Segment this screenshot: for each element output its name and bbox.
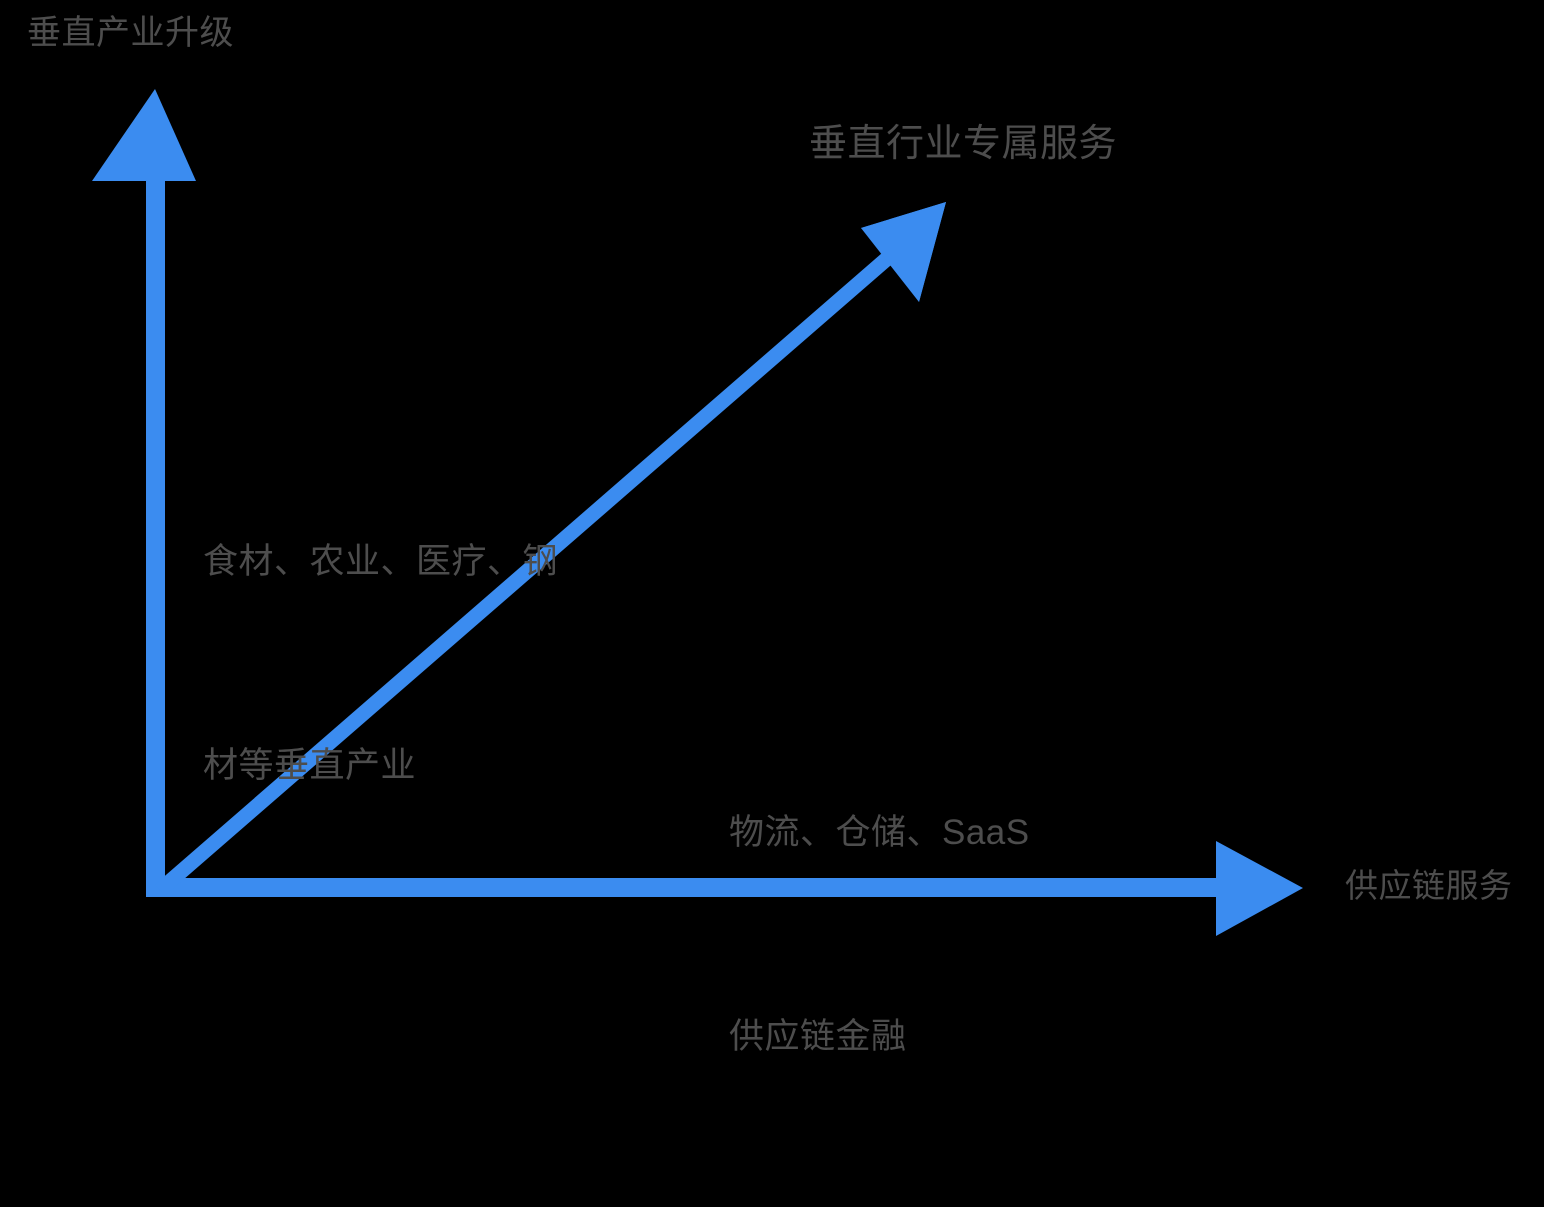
y-axis-shaft [146, 178, 165, 886]
x-axis-shaft [146, 878, 1226, 897]
supply-chain-service-note-line-1: 物流、仓储、SaaS [729, 813, 1030, 852]
diagonal-arrow-label: 垂直行业专属服务 [809, 123, 1118, 165]
y-axis-arrowhead [92, 89, 196, 181]
diagonal-arrowhead-fill [861, 202, 946, 302]
y-axis-label: 垂直产业升级 [27, 14, 234, 52]
axes-and-arrows-graphic [92, 89, 1303, 936]
diagram-canvas: 垂直产业升级 供应链服务 垂直行业专属服务 食材、农业、医疗、钢 材等垂直产业 … [27, 14, 1513, 1056]
x-axis-arrowhead [1216, 841, 1303, 936]
diagonal-arrow-shaft [155, 237, 910, 896]
vertical-industry-note-line-1: 食材、农业、医疗、钢 [203, 542, 559, 581]
vertical-industry-note: 食材、农业、医疗、钢 材等垂直产业 [203, 392, 558, 936]
supply-chain-service-note-line-2: 供应链金融 [729, 1017, 907, 1056]
vertical-industry-note-line-2: 材等垂直产业 [203, 746, 417, 785]
supply-chain-service-note: 物流、仓储、SaaS 供应链金融 [729, 663, 1030, 1207]
x-axis-label: 供应链服务 [1345, 867, 1513, 904]
